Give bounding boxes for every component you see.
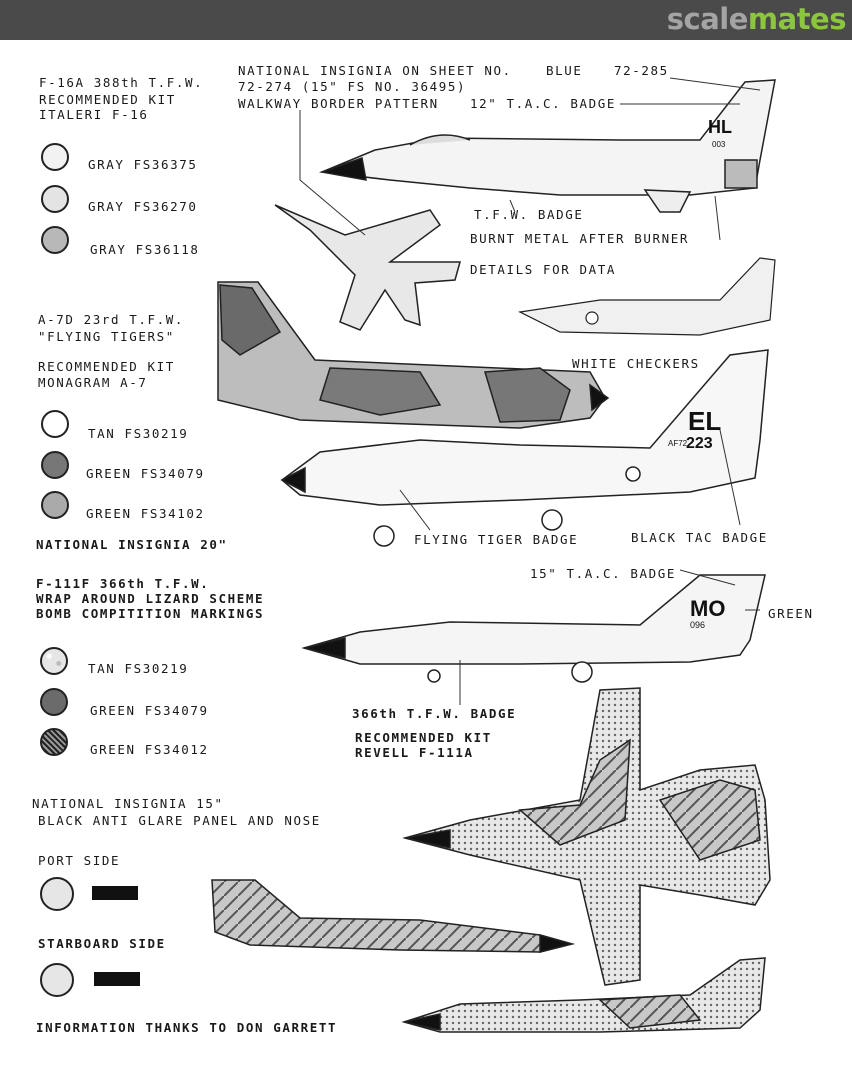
logo-part-mates: mates [747,2,847,36]
f16-side-view [319,79,776,213]
f16-tail-number-text: 003 [712,140,726,149]
a7-color-3: GREEN FS34102 [86,506,205,521]
starboard-side-black-panel [94,972,140,986]
a7-color-1: TAN FS30219 [88,426,189,441]
starboard-side-badge-icon [40,963,74,997]
a7-kit-heading: RECOMMENDED KIT [38,359,175,374]
f16-title: F-16A 388th T.F.W. [39,75,204,90]
f111-swatch-1 [40,647,68,675]
f16-insignia-note-2: 72-274 (15" FS NO. 36495) [238,79,467,94]
f111-top-view-camo [402,687,771,986]
f16-tail-code: HL 003 [708,117,732,149]
f111-kit-heading: RECOMMENDED KIT [355,730,492,745]
f16-color-2: GRAY FS36270 [88,199,198,214]
f111-swatch-3 [40,728,68,756]
a7-large-side-view [280,349,769,547]
f16-tfw-badge-note: T.F.W. BADGE [474,207,584,222]
a7-subtitle: "FLYING TIGERS" [38,329,175,344]
a7-kit-name: MONAGRAM A-7 [38,375,148,390]
leader-lines [299,77,761,705]
port-side-label: PORT SIDE [38,853,121,868]
port-side-badge-icon [40,877,74,911]
f16-swatch-2 [41,185,69,213]
f16-burnt-metal-note: BURNT METAL AFTER BURNER [470,231,690,246]
a7-top-view-camo [217,281,610,429]
f111-color-1: TAN FS30219 [88,661,189,676]
f16-insignia-sheet: 72-285 [614,63,669,78]
scalemates-logo[interactable]: scalemates [666,2,847,36]
top-banner: scalemates [0,0,852,40]
f16-walkway-note: WALKWAY BORDER PATTERN [238,96,439,111]
a7-black-tac-note: BLACK TAC BADGE [631,530,768,545]
f111-starboard-side-camo [401,957,766,1033]
f111-antiglare-note: BLACK ANTI GLARE PANEL AND NOSE [38,813,321,828]
f16-insignia-blue: BLUE [546,63,583,78]
f16-details-note: DETAILS FOR DATA [470,262,617,277]
a7-small-side-view [518,257,776,336]
f16-kit-name: ITALERI F-16 [39,107,149,122]
port-side-black-panel [92,886,138,900]
f111-kit-name: REVELL F-111A [355,745,474,760]
f111-366-badge-note: 366th T.F.W. BADGE [352,706,517,721]
f111-tail-code-text: MO [690,596,725,621]
f111-swatch-2 [40,688,68,716]
f16-top-view [274,204,461,331]
a7-color-2: GREEN FS34079 [86,466,205,481]
f16-tail-code-text: HL [708,117,732,137]
a7-insignia-note: NATIONAL INSIGNIA 20" [36,537,228,552]
a7-flying-tiger-note: FLYING TIGER BADGE [414,532,579,547]
f16-insignia-note-1: NATIONAL INSIGNIA ON SHEET NO. [238,63,512,78]
f111-color-2: GREEN FS34079 [90,703,209,718]
f16-swatch-3 [41,226,69,254]
f16-color-1: GRAY FS36375 [88,157,198,172]
f111-insignia-note: NATIONAL INSIGNIA 15" [32,796,224,811]
a7-swatch-3 [41,491,69,519]
a7-swatch-2 [41,451,69,479]
f16-swatch-1 [41,143,69,171]
f111-scheme: WRAP AROUND LIZARD SCHEME [36,591,265,606]
f111-color-3: GREEN FS34012 [90,742,209,757]
f111-port-side-camo [211,879,575,953]
a7-tail-prefix-text: AF72 [668,439,688,448]
f16-tac-badge-note: 12" T.A.C. BADGE [470,96,617,111]
f111-tac-badge-note: 15" T.A.C. BADGE [530,566,677,581]
a7-white-checkers-note: WHITE CHECKERS [572,356,700,371]
a7-tail-code-text: EL [688,406,721,436]
a7-tail-code: EL AF72 223 [668,406,721,452]
f16-kit-heading: RECOMMENDED KIT [39,92,176,107]
f111-tail-code: MO 096 [690,596,725,630]
credit-line: INFORMATION THANKS TO DON GARRETT [36,1020,338,1035]
a7-swatch-1 [41,410,69,438]
a7-tail-number-text: 223 [686,435,713,452]
f111-side-view [301,574,766,683]
a7-title: A-7D 23rd T.F.W. [38,312,185,327]
starboard-side-label: STARBOARD SIDE [38,936,166,951]
f111-markings: BOMB COMPITITION MARKINGS [36,606,265,621]
f111-tail-number-text: 096 [690,620,705,630]
logo-part-scale: scale [666,2,749,36]
f16-color-3: GRAY FS36118 [90,242,200,257]
f111-green-note: GREEN [768,606,814,621]
f111-title: F-111F 366th T.F.W. [36,576,210,591]
